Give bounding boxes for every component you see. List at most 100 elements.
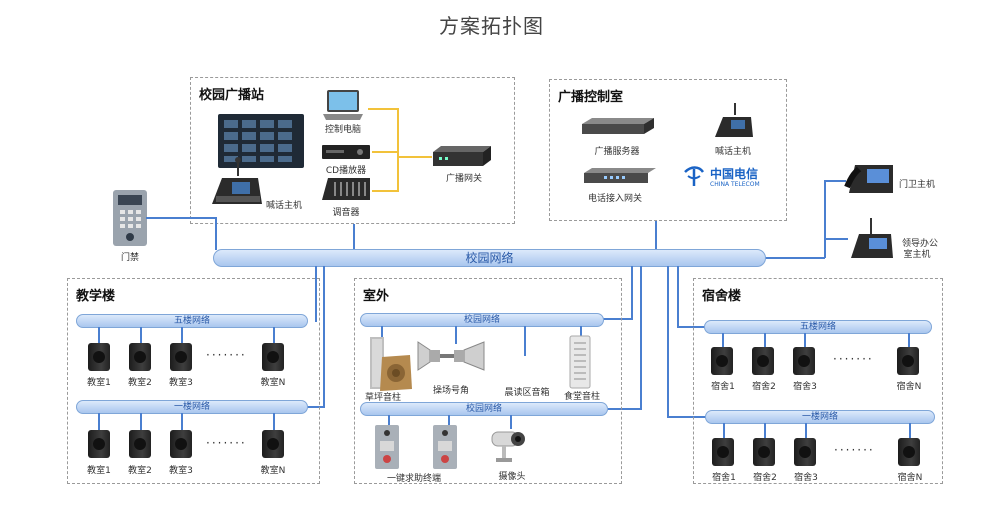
campus-network-backbone: 校园网络 — [213, 249, 766, 267]
camera-icon — [491, 431, 525, 462]
sos-terminal-label: 一键求助终端 — [386, 474, 442, 484]
broadcast-server-label: 广播服务器 — [594, 147, 640, 157]
drop-line — [98, 413, 100, 430]
classroom-speaker-icon — [262, 430, 284, 458]
door-access-label: 门禁 — [120, 253, 140, 263]
dorm-label: 宿舍3 — [794, 473, 818, 483]
drop-line — [722, 333, 724, 347]
classroom-label: 教室N — [260, 466, 286, 476]
drop-line — [181, 327, 183, 343]
net-link-guard — [824, 180, 846, 182]
net-link-station — [353, 224, 355, 250]
page-title: 方案拓扑图 — [439, 14, 544, 38]
net-link-dorm-a-h — [677, 326, 707, 328]
broadcast-station-box: 校园广播站 — [190, 77, 515, 224]
teaching-floor5-network: 五楼网络 — [76, 314, 308, 328]
dorm-speaker-icon — [712, 438, 734, 466]
broadcast-gateway-label: 广播网关 — [445, 174, 483, 184]
station-paging-host-label: 喊话主机 — [265, 201, 303, 211]
teaching-net5-label: 五楼网络 — [173, 316, 210, 326]
phone-gateway-label: 电话接入网关 — [587, 194, 643, 204]
leader-host-label-2: 室主机 — [903, 250, 931, 260]
teaching-building-title: 教学楼 — [76, 289, 116, 304]
net-link-outdoor-a — [631, 266, 633, 320]
net-link-outdoor-b-h — [608, 408, 642, 410]
canteen-column-speaker-icon — [569, 335, 591, 389]
dorm-building-box: 宿舍楼 — [693, 278, 943, 484]
laptop-icon — [323, 90, 363, 120]
mixer-icon — [322, 178, 370, 200]
dorm-label: 宿舍3 — [793, 382, 817, 392]
lawn-speaker-icon — [370, 337, 412, 391]
sos-terminal-icon — [375, 425, 399, 469]
drop-line — [805, 423, 807, 438]
dorm-label: 宿舍2 — [752, 382, 776, 392]
drop-line — [909, 423, 911, 438]
classroom-label: 教室3 — [169, 466, 193, 476]
dorm-floor1-network: 一楼网络 — [705, 410, 935, 424]
phone-gateway-icon — [584, 168, 656, 183]
china-telecom-logo-icon — [684, 166, 705, 186]
net-link-teaching-a — [315, 266, 317, 322]
drop-line — [723, 423, 725, 438]
broadcast-server-icon — [582, 118, 654, 134]
net-link-right-v — [824, 180, 826, 258]
cd-player-label: CD播放器 — [325, 166, 367, 176]
dorm-net1-label: 一楼网络 — [801, 412, 838, 422]
china-telecom-en: CHINA TELECOM — [710, 181, 760, 188]
dorm-label: 宿舍1 — [712, 473, 736, 483]
drop-line — [273, 413, 275, 430]
classroom-speaker-icon — [129, 343, 151, 371]
control-pc-label: 控制电脑 — [324, 125, 362, 135]
guard-host-icon — [844, 165, 893, 193]
classroom-speaker-icon — [170, 430, 192, 458]
outdoor-net-top-label: 校园网络 — [463, 315, 500, 325]
dorm-speaker-icon — [794, 438, 816, 466]
mixer-label: 调音器 — [332, 208, 360, 218]
reading-speaker-label: 晨读区音箱 — [504, 388, 550, 398]
classroom-speaker-icon — [88, 430, 110, 458]
outdoor-title: 室外 — [363, 289, 390, 304]
dorm-floor5-network: 五楼网络 — [704, 320, 932, 334]
china-telecom-cn: 中国电信 — [710, 167, 759, 181]
classroom-label: 教室2 — [128, 466, 152, 476]
outdoor-bottom-network: 校园网络 — [360, 402, 608, 416]
dorm-net5-label: 五楼网络 — [799, 322, 836, 332]
drop-line — [140, 327, 142, 343]
classroom-label: 教室1 — [87, 378, 111, 388]
drop-line — [764, 333, 766, 347]
audio-link — [398, 156, 432, 158]
dorm-speaker-icon — [898, 438, 920, 466]
dorm-label: 宿舍N — [897, 473, 923, 483]
leader-host-label-1: 领导办公 — [901, 239, 939, 249]
drop-line — [273, 327, 275, 343]
camera-label: 摄像头 — [498, 472, 526, 482]
classroom-speaker-icon — [88, 343, 110, 371]
cd-player-icon — [322, 145, 370, 159]
drop-line — [908, 333, 910, 347]
paging-host-icon — [212, 157, 262, 204]
leader-host-icon — [851, 218, 893, 258]
classroom-label: 教室1 — [87, 466, 111, 476]
dorm-speaker-icon — [793, 347, 815, 375]
net-link-door-v — [215, 217, 217, 250]
drop-line — [764, 423, 766, 438]
net-link-teaching-b-h — [305, 406, 325, 408]
classroom-label: 教室N — [260, 378, 286, 388]
sos-terminal-icon — [433, 425, 457, 469]
audio-link — [372, 190, 398, 192]
net-link-dorm-a — [677, 266, 679, 328]
control-room-title: 广播控制室 — [558, 90, 624, 105]
ellipsis: ······· — [834, 443, 875, 457]
drop-line — [381, 326, 383, 338]
broadcast-station-title: 校园广播站 — [199, 88, 265, 103]
net-link-teaching-b — [323, 266, 325, 408]
classroom-speaker-icon — [129, 430, 151, 458]
dorm-speaker-icon — [753, 438, 775, 466]
control-screen-icon — [218, 114, 304, 168]
net-link-door — [146, 217, 216, 219]
lawn-speaker-label: 草坪音柱 — [364, 393, 402, 403]
campus-network-label: 校园网络 — [465, 251, 514, 265]
drop-line — [388, 415, 390, 425]
horn-speaker-icon — [417, 341, 485, 371]
